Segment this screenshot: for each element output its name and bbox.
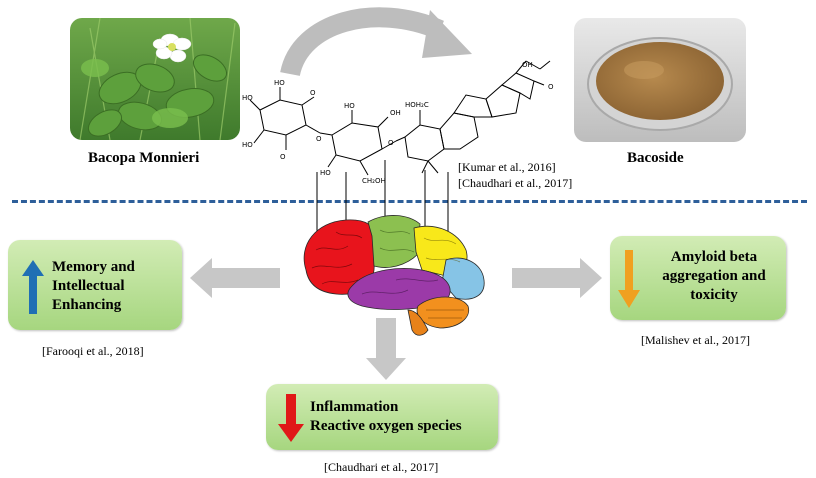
- molecule-label-oh: OH: [522, 61, 533, 69]
- amyloid-line-2: aggregation and: [662, 268, 766, 284]
- svg-text:O: O: [548, 83, 554, 91]
- bacoside-structure-diagram: HO HO HO O O O HO HO OH CH₂OH O O HOH₂C OH: [242, 60, 554, 185]
- arrow-to-amyloid: [512, 258, 602, 298]
- memory-line-1: Memory and: [52, 259, 135, 275]
- memory-line-3: Enhancing: [52, 297, 122, 313]
- svg-text:O: O: [388, 139, 394, 147]
- arrow-down-icon: [618, 250, 640, 308]
- section-divider: [12, 200, 807, 203]
- structure-reference-2: [Chaudhari et al., 2017]: [458, 176, 573, 190]
- svg-text:HO: HO: [242, 94, 253, 102]
- molecule-label-hoh2c: HOH₂C: [405, 101, 429, 109]
- svg-text:CH₂OH: CH₂OH: [362, 177, 386, 185]
- arrow-to-inflammation: [366, 318, 406, 380]
- inflammation-line-2: Reactive oxygen species: [310, 418, 462, 434]
- arrow-to-memory: [190, 258, 280, 298]
- amyloid-line-1: Amyloid beta: [670, 249, 758, 265]
- structure-reference-1: [Kumar et al., 2016]: [458, 160, 556, 174]
- svg-text:HO: HO: [274, 79, 285, 87]
- memory-line-2: Intellectual: [52, 278, 125, 294]
- memory-reference: [Farooqi et al., 2018]: [42, 344, 144, 358]
- brain-illustration: [303, 215, 485, 336]
- plant-label: Bacopa Monnieri: [88, 150, 200, 166]
- amyloid-reference: [Malishev et al., 2017]: [641, 333, 750, 347]
- extract-label: Bacoside: [627, 150, 684, 166]
- svg-text:HO: HO: [242, 141, 253, 149]
- svg-text:O: O: [316, 135, 322, 143]
- amyloid-line-3: toxicity: [690, 287, 738, 303]
- inflammation-reference: [Chaudhari et al., 2017]: [324, 460, 439, 474]
- extraction-curved-arrow: [280, 7, 472, 77]
- svg-text:O: O: [310, 89, 316, 97]
- arrow-down-icon: [278, 394, 304, 442]
- memory-effect-box: Memory and Intellectual Enhancing: [8, 240, 182, 330]
- bacopa-plant-photo: [70, 18, 240, 140]
- svg-text:HO: HO: [320, 169, 331, 177]
- bacoside-powder-photo: [574, 18, 746, 142]
- svg-text:OH: OH: [390, 109, 401, 117]
- inflammation-effect-box: Inflammation Reactive oxygen species: [266, 384, 498, 450]
- svg-text:O: O: [280, 153, 286, 161]
- inflammation-line-1: Inflammation: [310, 399, 399, 415]
- svg-text:HO: HO: [344, 102, 355, 110]
- arrow-up-icon: [22, 260, 44, 314]
- amyloid-effect-box: Amyloid beta aggregation and toxicity: [610, 236, 786, 320]
